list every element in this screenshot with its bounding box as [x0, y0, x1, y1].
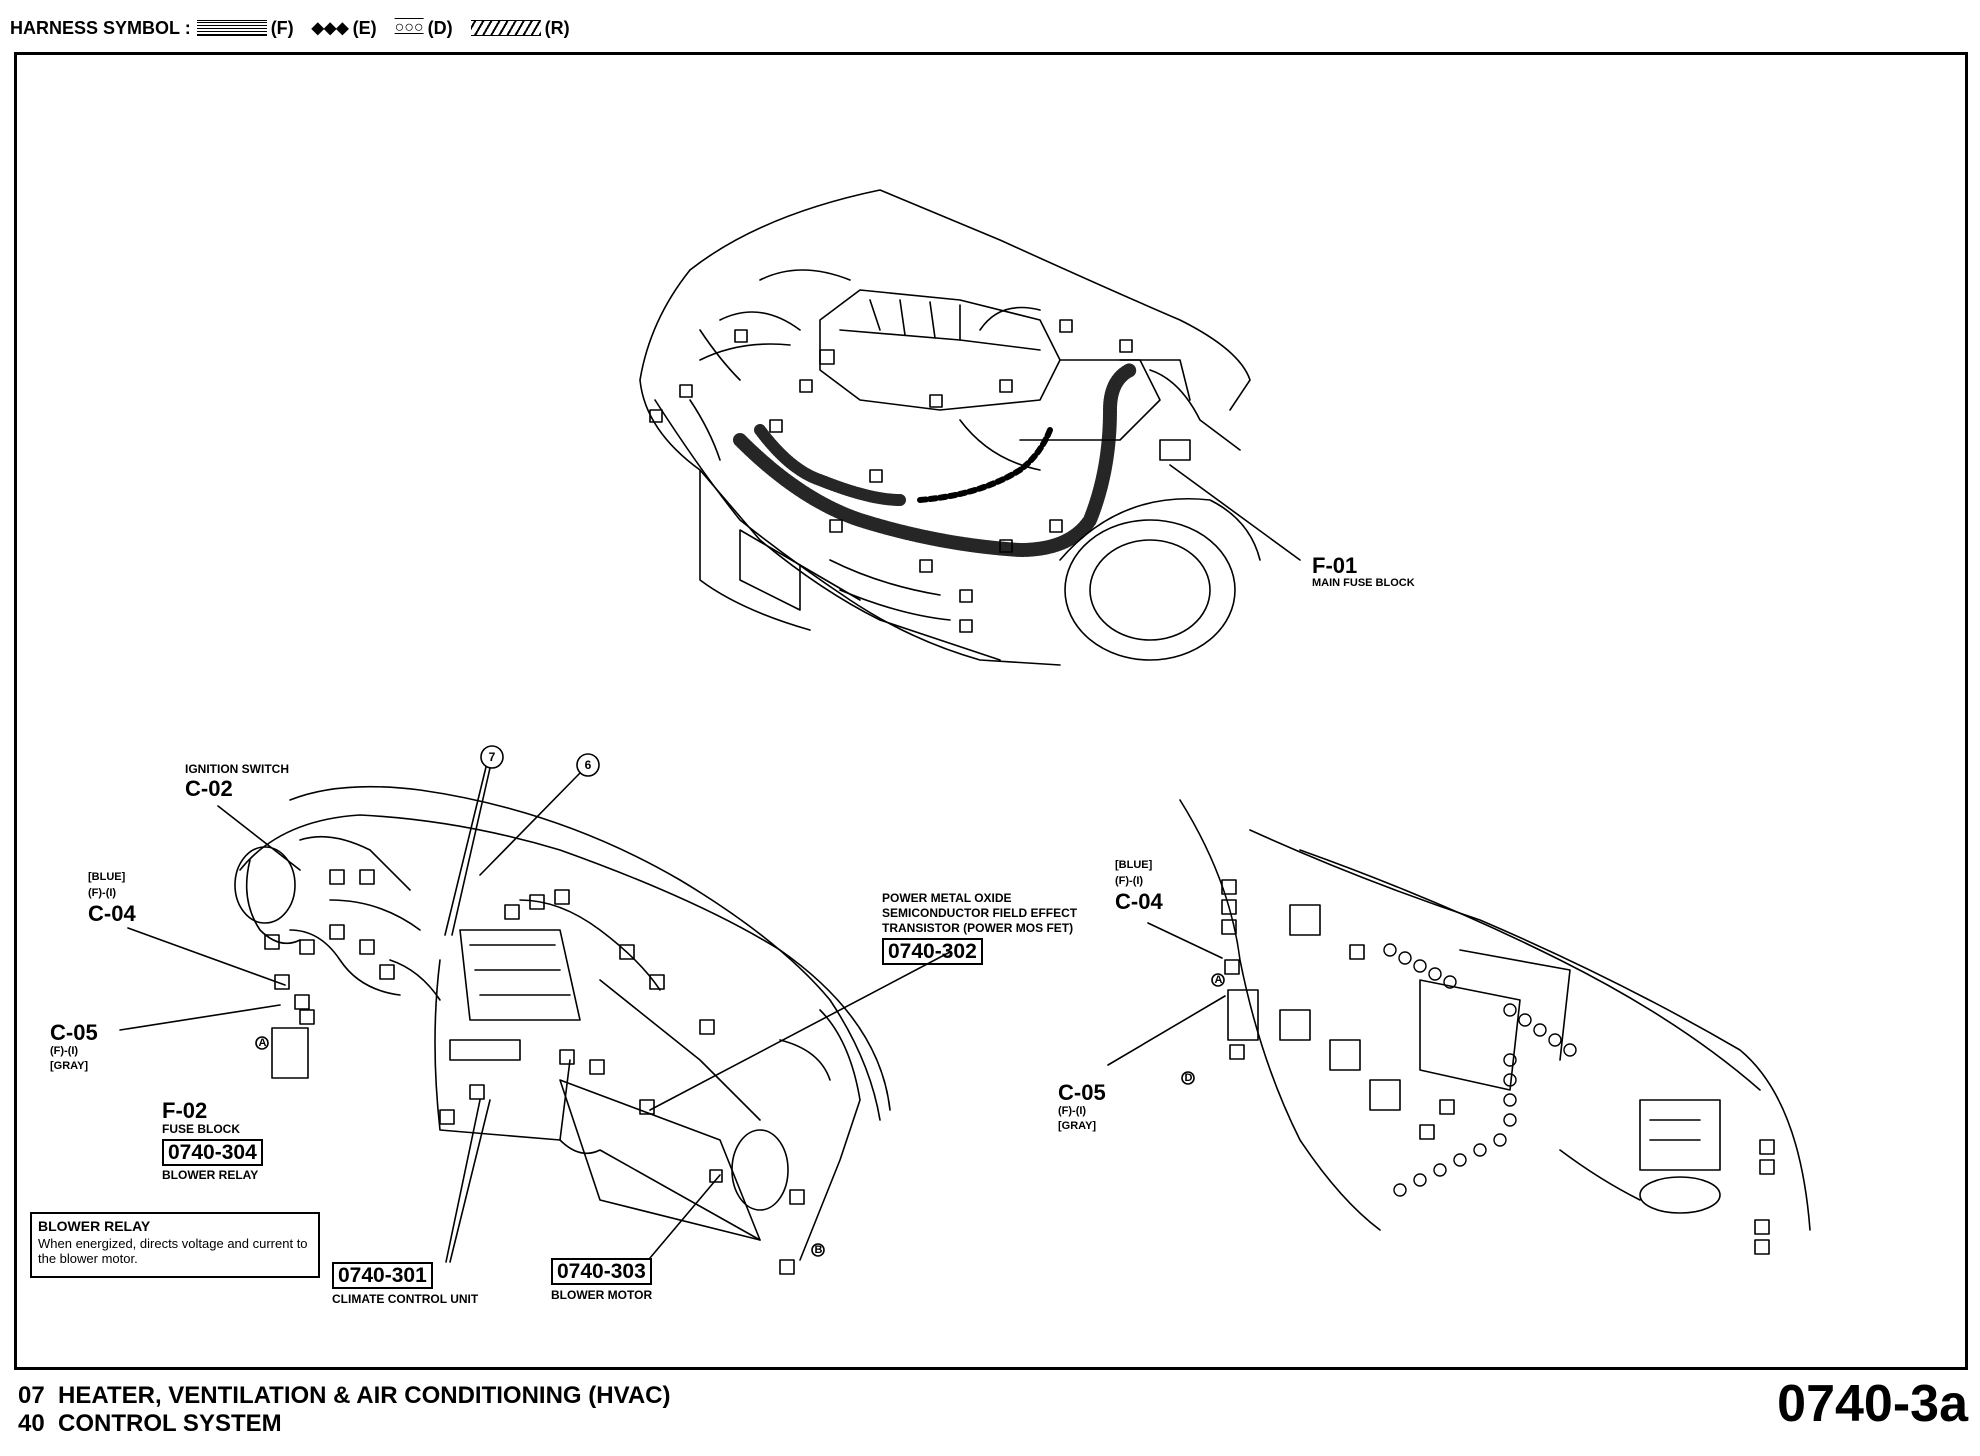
c04-right-conn: (F)-(I) — [1115, 875, 1144, 887]
legend-code-e: (E) — [352, 17, 377, 38]
blower-motor-desc: BLOWER MOTOR — [551, 1288, 653, 1302]
c04-right-code: C-04 — [1115, 889, 1163, 914]
c04-left-color: [BLUE] — [88, 871, 126, 883]
section-number-2: 40 — [18, 1410, 45, 1437]
marker-a-left: A — [258, 1037, 267, 1049]
c05-left-conn: (F)-(I) — [50, 1045, 79, 1057]
page-code: 0740-3a — [1777, 1375, 1968, 1433]
c04-left-conn: (F)-(I) — [88, 887, 117, 899]
harness-legend: HARNESS SYMBOL : (F) ◆◆◆ (E) ○○○ (D) (R) — [10, 14, 570, 42]
c05-right-conn: (F)-(I) — [1058, 1105, 1087, 1117]
marker-d-right: D — [1184, 1072, 1193, 1084]
section-line-2: 40 CONTROL SYSTEM — [18, 1410, 670, 1438]
marker-a-right: A — [1214, 974, 1223, 986]
legend-code-f: (F) — [270, 17, 294, 38]
callout-6: 6 — [584, 758, 592, 772]
c04-right-color: [BLUE] — [1115, 859, 1153, 871]
blower-relay-ref-desc: BLOWER RELAY — [162, 1168, 259, 1182]
c04-left-code: C-04 — [88, 901, 136, 926]
f02-desc: FUSE BLOCK — [162, 1122, 240, 1136]
c05-left-code: C-05 — [50, 1020, 98, 1045]
climate-control-unit-desc: CLIMATE CONTROL UNIT — [332, 1292, 479, 1306]
c05-left-color: [GRAY] — [50, 1060, 89, 1072]
legend-code-r: (R) — [544, 17, 570, 38]
description-text: When energized, directs voltage and curr… — [38, 1236, 308, 1266]
dashboard-illustration — [119, 745, 951, 1275]
marker-b-left: B — [814, 1244, 823, 1256]
section-title-2: CONTROL SYSTEM — [58, 1410, 282, 1437]
section-line-1: 07 HEATER, VENTILATION & AIR CONDITIONIN… — [18, 1382, 670, 1410]
legend-code-d: (D) — [427, 17, 453, 38]
harness-d-symbol-icon: ○○○ — [394, 19, 424, 36]
legend-label: HARNESS SYMBOL : — [10, 17, 191, 38]
right-interior-illustration — [255, 799, 1811, 1257]
mosfet-desc-line2: SEMICONDUCTOR FIELD EFFECT — [882, 906, 1078, 920]
mosfet-desc-line3: TRANSISTOR (POWER MOS FET) — [882, 921, 1074, 935]
callout-7: 7 — [488, 750, 496, 764]
harness-f-symbol-icon — [196, 20, 267, 36]
mosfet-ref-code[interactable]: 0740-302 — [882, 938, 983, 965]
f01-code: F-01 — [1312, 553, 1358, 578]
ignition-switch-desc: IGNITION SWITCH — [185, 762, 289, 776]
c05-right-color: [GRAY] — [1058, 1120, 1097, 1132]
description-title: BLOWER RELAY — [38, 1218, 151, 1234]
diagram-frame — [14, 52, 1968, 1370]
climate-control-unit-ref-code[interactable]: 0740-301 — [332, 1262, 433, 1289]
section-title-1: HEATER, VENTILATION & AIR CONDITIONING (… — [58, 1382, 671, 1409]
ignition-switch-code: C-02 — [185, 776, 233, 801]
section-number-1: 07 — [18, 1382, 45, 1409]
harness-e-symbol-icon: ◆◆◆ — [311, 20, 349, 37]
harness-r-symbol-icon — [470, 20, 541, 36]
blower-relay-ref-code[interactable]: 0740-304 — [162, 1139, 263, 1166]
blower-relay-description-box: BLOWER RELAY When energized, directs vol… — [30, 1212, 320, 1278]
section-heading: 07 HEATER, VENTILATION & AIR CONDITIONIN… — [18, 1382, 670, 1438]
engine-bay-illustration — [639, 189, 1301, 666]
mosfet-desc-line1: POWER METAL OXIDE — [882, 891, 1012, 905]
blower-motor-ref-code[interactable]: 0740-303 — [551, 1258, 652, 1285]
c05-right-code: C-05 — [1058, 1080, 1106, 1105]
f02-code: F-02 — [162, 1098, 208, 1123]
f01-desc: MAIN FUSE BLOCK — [1312, 577, 1415, 589]
